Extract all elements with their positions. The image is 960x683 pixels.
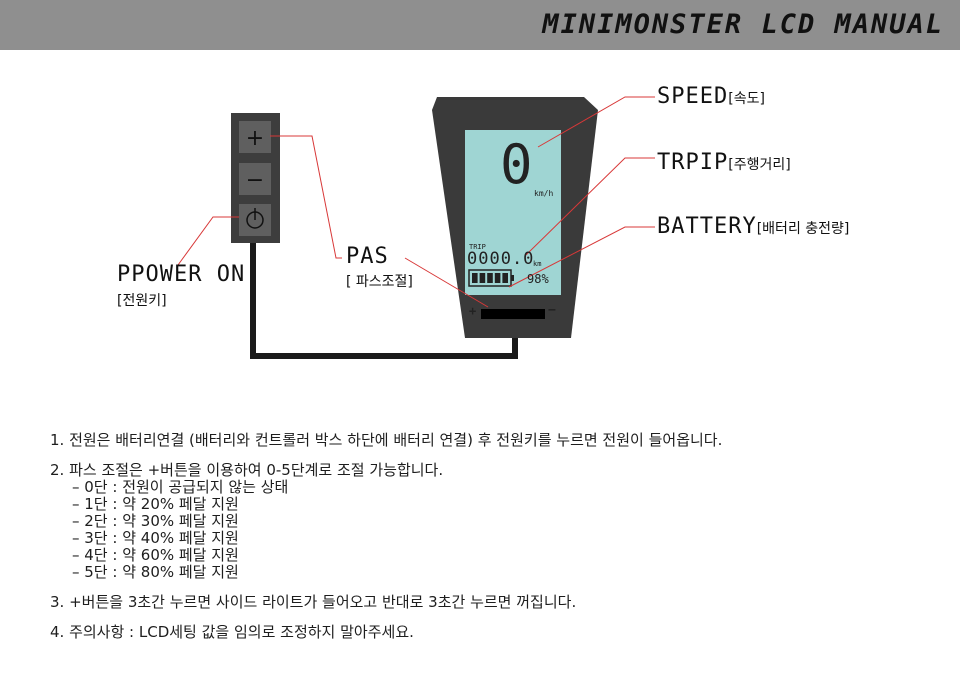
power-subtitle: [전원키] xyxy=(117,293,167,309)
power-button[interactable] xyxy=(239,204,271,236)
leader-lines xyxy=(177,96,655,308)
header-bar: MINIMONSTER LCD MANUAL xyxy=(0,0,960,50)
svg-text:−: − xyxy=(246,168,264,193)
battery-bar xyxy=(472,273,478,283)
trip-caption: TRIP xyxy=(469,243,486,251)
power-icon xyxy=(246,208,264,229)
minus-button[interactable]: − xyxy=(239,163,271,195)
svg-text:+: + xyxy=(246,126,264,151)
pas-level-item: – 4단 : 약 60% 페달 지원 xyxy=(72,546,239,564)
plus-button[interactable]: + xyxy=(239,121,271,153)
cable xyxy=(250,243,518,359)
pas-subtitle: [ 파스조절] xyxy=(346,274,413,290)
display-minus-sign: − xyxy=(548,303,556,318)
pas-level-list: – 0단 : 전원이 공급되지 않는 상태 – 1단 : 약 20% 페달 지원… xyxy=(50,479,930,581)
display-plus-sign: + xyxy=(469,304,477,318)
battery-bar xyxy=(502,273,508,283)
speed-title: SPEED xyxy=(657,84,729,109)
battery-bar xyxy=(487,273,493,283)
manual-title: MINIMONSTER LCD MANUAL xyxy=(542,9,944,40)
battery-label: BATTERY[배터리 충전량] xyxy=(657,214,849,239)
pas-level-item: – 1단 : 약 20% 페달 지원 xyxy=(72,495,239,513)
pas-level-item: – 2단 : 약 30% 페달 지원 xyxy=(72,512,239,530)
battery-bar xyxy=(479,273,486,283)
instruction-4: 4. 주의사항 : LCD세팅 값을 임의로 조정하지 말아주세요. xyxy=(50,623,414,641)
speed-subtitle: [속도] xyxy=(728,91,765,107)
speed-label: SPEED[속도] xyxy=(657,84,765,109)
trip-title: TRPIP xyxy=(657,150,729,175)
instruction-3: 3. +버튼을 3초간 누르면 사이드 라이트가 들어오고 반대로 3초간 누르… xyxy=(50,593,577,611)
speed-readout: 0 xyxy=(500,133,533,196)
trip-readout: 0000.0 xyxy=(467,249,535,269)
battery-icon xyxy=(468,269,514,287)
pas-title: PAS xyxy=(346,244,389,269)
pas-level-item: – 3단 : 약 40% 페달 지원 xyxy=(72,529,239,547)
instruction-1: 1. 전원은 배터리연결 (배터리와 컨트롤러 박스 하단에 배터리 연결) 후… xyxy=(50,431,723,449)
battery-percent: 98% xyxy=(527,272,549,286)
lcd-screen xyxy=(465,130,561,295)
trip-label: TRPIP[주행거리] xyxy=(657,150,791,175)
power-label: PPOWER ON [전원키] xyxy=(117,262,245,310)
pas-label: PAS [ 파스조절] xyxy=(346,244,413,291)
battery-subtitle: [배터리 충전량] xyxy=(756,221,850,237)
trip-unit: km xyxy=(533,260,542,268)
trip-subtitle: [주행거리] xyxy=(728,157,791,173)
pas-level-item: – 5단 : 약 80% 페달 지원 xyxy=(72,563,239,581)
battery-bar xyxy=(494,273,501,283)
pas-bar xyxy=(481,309,545,319)
lcd-diagram: + − xyxy=(0,50,960,430)
battery-title: BATTERY xyxy=(657,214,757,239)
diagram-graphic: + − xyxy=(177,96,655,359)
pas-level-item: – 0단 : 전원이 공급되지 않는 상태 xyxy=(72,478,289,496)
power-title: PPOWER ON xyxy=(117,262,246,287)
speed-unit: km/h xyxy=(534,189,554,198)
instructions: 1. 전원은 배터리연결 (배터리와 컨트롤러 박스 하단에 배터리 연결) 후… xyxy=(50,432,930,654)
instruction-2: 2. 파스 조절은 +버튼을 이용하여 0-5단계로 조절 가능합니다. xyxy=(50,461,444,479)
